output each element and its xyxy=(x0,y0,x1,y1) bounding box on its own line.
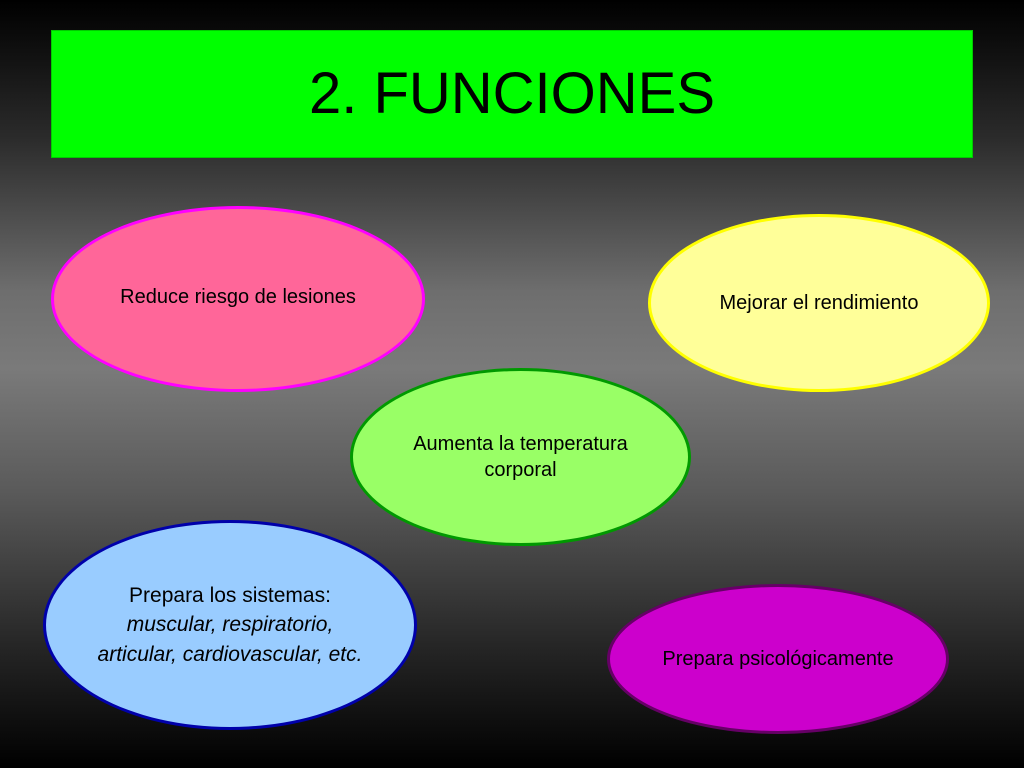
bubble-raise-temperature-text: Aumenta la temperatura corporal xyxy=(399,431,642,483)
slide-title: 2. FUNCIONES xyxy=(308,61,716,126)
bubble-prepare-psychologically-text: Prepara psicológicamente xyxy=(662,648,894,670)
bubble-prepare-systems-text: Prepara los sistemas: muscular, respirat… xyxy=(84,581,377,669)
bubble-reduce-injury-risk: Reduce riesgo de lesiones xyxy=(51,206,425,392)
title-bar: 2. FUNCIONES xyxy=(51,30,973,158)
bubble-improve-performance-text: Mejorar el rendimiento xyxy=(719,292,919,314)
bubble-improve-performance: Mejorar el rendimiento xyxy=(648,214,990,392)
bubble-reduce-injury-risk-text: Reduce riesgo de lesiones xyxy=(120,286,356,308)
bubble-prepare-systems: Prepara los sistemas: muscular, respirat… xyxy=(43,520,417,730)
bubble-prepare-systems-line-2: muscular, respiratorio, xyxy=(126,613,334,637)
bubble-prepare-systems-line-1: Prepara los sistemas: xyxy=(129,583,331,607)
bubble-raise-temperature: Aumenta la temperatura corporal xyxy=(350,368,691,546)
bubble-raise-temperature-line-1: Aumenta la temperatura xyxy=(413,433,628,455)
bubble-raise-temperature-line-2: corporal xyxy=(484,459,557,481)
bubble-prepare-systems-line-3: articular, cardiovascular, etc. xyxy=(97,642,363,666)
bubble-prepare-psychologically: Prepara psicológicamente xyxy=(607,584,949,734)
